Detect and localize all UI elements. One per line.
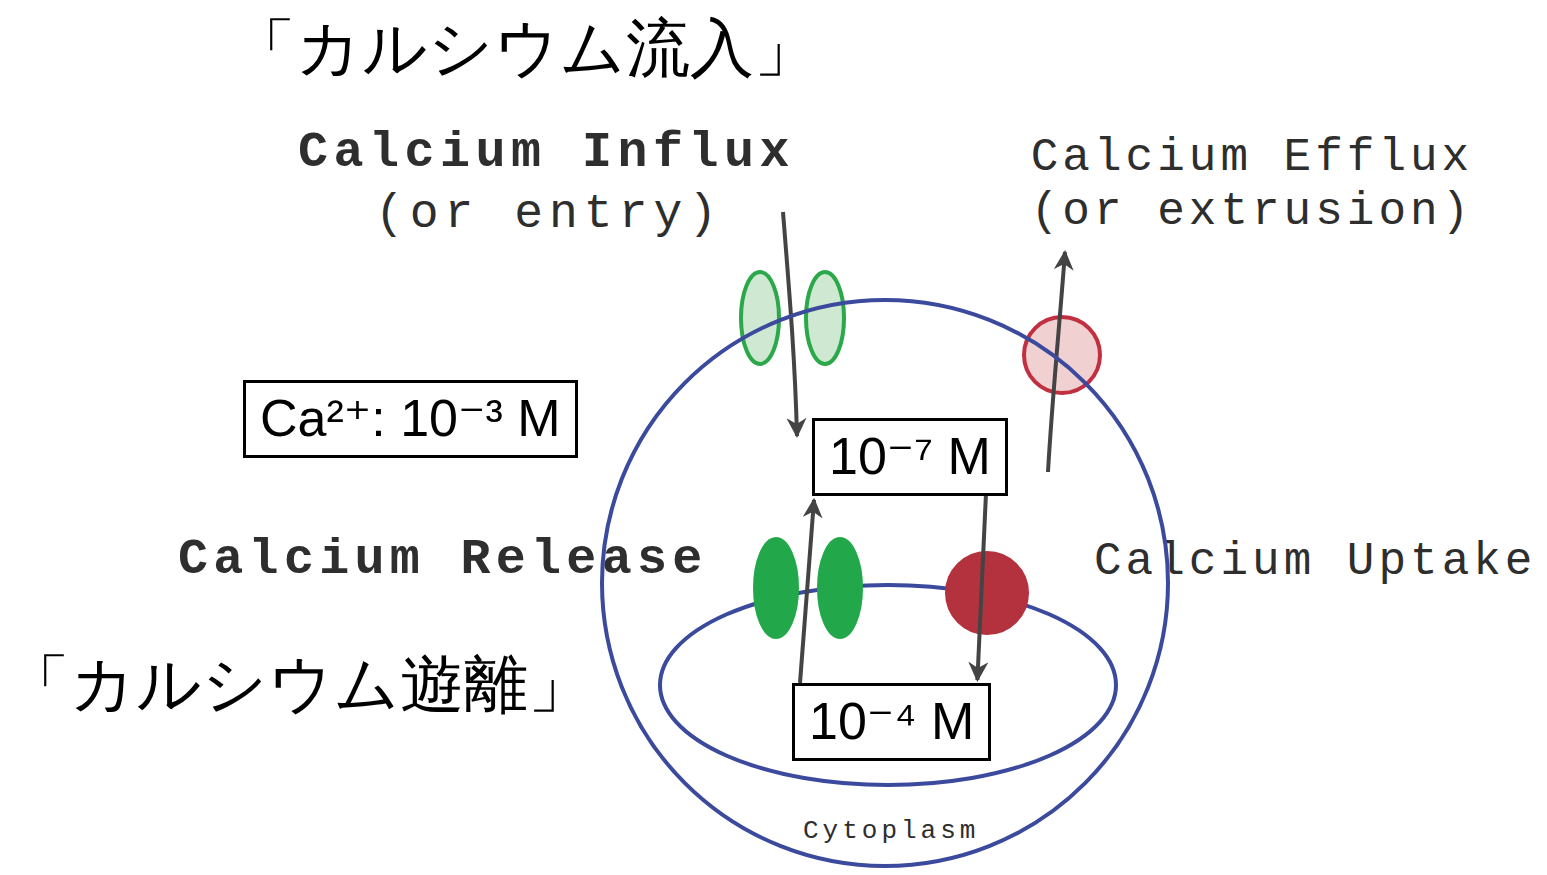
region-label: Cytoplasm (803, 818, 979, 844)
process-note: (or entry) (375, 190, 723, 238)
flow-arrow (977, 496, 985, 680)
process-label: Calcium Influx (298, 128, 795, 178)
efflux-pump (1024, 317, 1100, 393)
concentration-box: 10⁻⁴ M (792, 683, 991, 761)
label-holder: Calcium Uptake (1094, 539, 1536, 585)
influx-arrow (783, 212, 797, 436)
concentration-value: 10⁻⁴ M (809, 692, 974, 752)
label-holder: Calcium Efflux (or extrusion) (1017, 131, 1487, 239)
cell-outline (600, 298, 1170, 868)
label-holder: 「カルシウム遊離」 (6, 652, 592, 716)
er-membrane (660, 585, 1116, 785)
japanese-heading: 「カルシウム遊離」 (6, 652, 592, 716)
process-label: Calcium Uptake (1094, 539, 1536, 585)
release-channel (754, 538, 798, 638)
label-holder: Calcium Influx (298, 128, 795, 178)
influx-channel (741, 272, 779, 364)
label-holder: 「カルシウム流入」 (232, 16, 818, 80)
concentration-value: Ca²⁺: 10⁻³ M (260, 389, 561, 449)
process-label: Calcium Release (178, 535, 708, 585)
release-channel (818, 538, 862, 638)
process-label: Calcium Efflux (or extrusion) (1017, 131, 1487, 239)
cell-membrane-line (602, 300, 1168, 866)
label-holder: (or entry) (375, 190, 723, 238)
japanese-heading: 「カルシウム流入」 (232, 16, 818, 80)
cell-membrane: Cytoplasm 10⁻⁷ M 10⁻⁴ M (600, 298, 1170, 868)
flow-arrow (800, 500, 814, 683)
concentration-box: 10⁻⁷ M (812, 418, 1008, 496)
concentration-box: Ca²⁺: 10⁻³ M (243, 380, 578, 458)
concentration-value: 10⁻⁷ M (829, 427, 991, 487)
label-holder: Calcium Release (178, 535, 708, 585)
uptake-pump (946, 552, 1028, 634)
influx-channel (806, 272, 844, 364)
